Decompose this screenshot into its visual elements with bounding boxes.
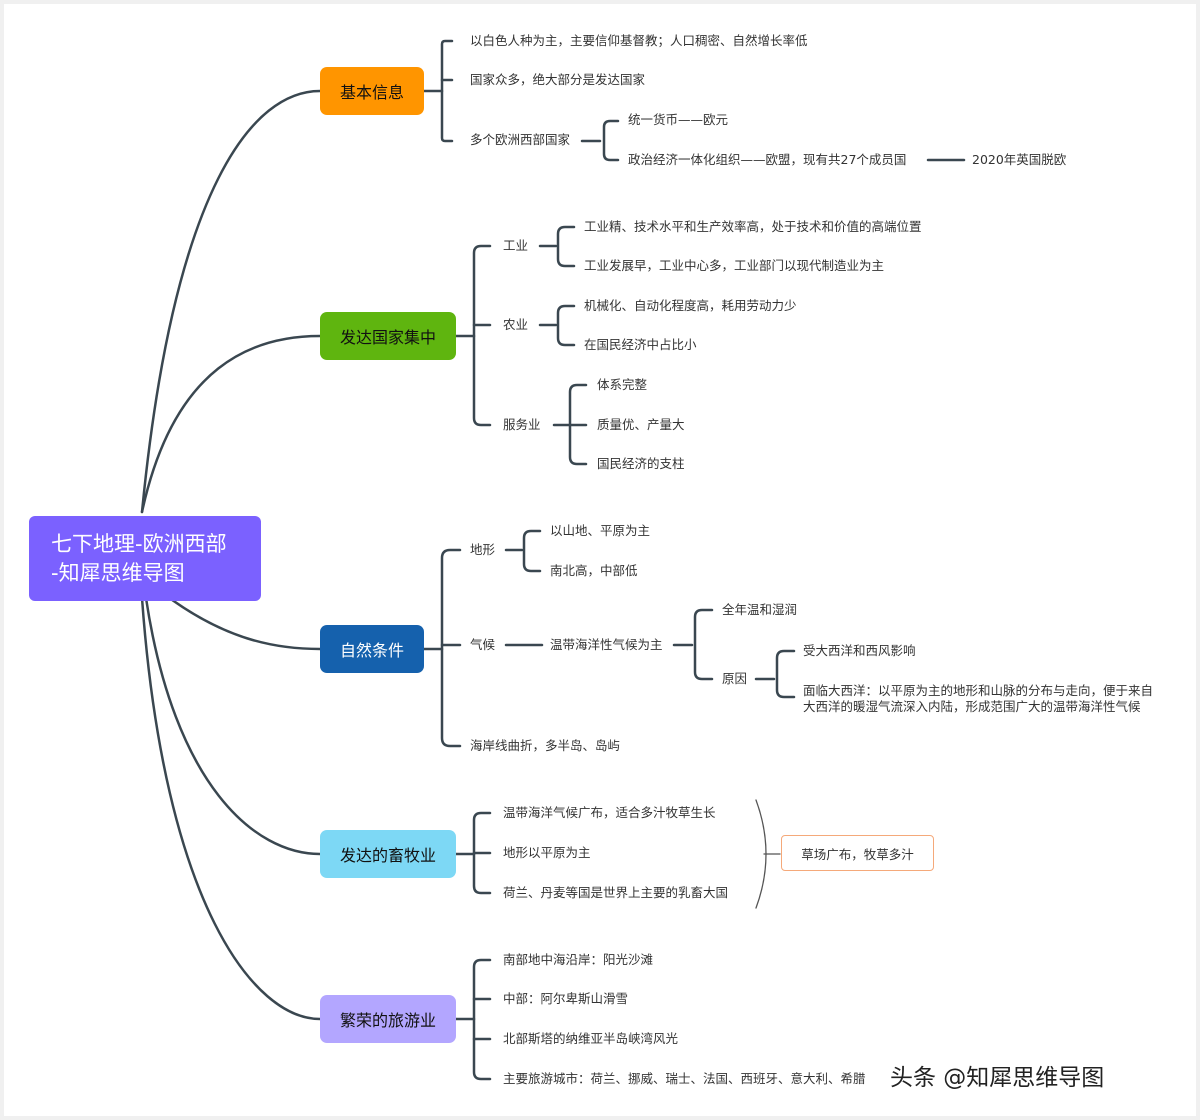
basic-info-euro[interactable]: 统一货币——欧元 — [628, 112, 729, 127]
basic-info-eu[interactable]: 政治经济一体化组织——欧盟，现有共27个成员国 — [628, 152, 907, 167]
climate-feature[interactable]: 全年温和湿润 — [722, 602, 798, 617]
natural-climate[interactable]: 气候 — [470, 637, 496, 652]
root-node[interactable]: 七下地理-欧洲西部 -知犀思维导图 — [29, 516, 261, 601]
natural-terrain[interactable]: 地形 — [470, 542, 496, 557]
service-item[interactable]: 体系完整 — [597, 377, 648, 392]
developed-industry[interactable]: 工业 — [503, 238, 529, 253]
climate-reason-item[interactable]: 受大西洋和西风影响 — [803, 643, 916, 658]
basic-info-brexit[interactable]: 2020年英国脱欧 — [972, 152, 1067, 167]
branch-natural-conditions[interactable]: 自然条件 — [320, 625, 424, 673]
livestock-summary[interactable]: 草场广布，牧草多汁 — [781, 835, 934, 871]
terrain-item[interactable]: 南北高，中部低 — [550, 563, 638, 578]
livestock-item[interactable]: 地形以平原为主 — [503, 845, 591, 860]
agriculture-item[interactable]: 机械化、自动化程度高，耗用劳动力少 — [584, 298, 797, 313]
tourism-item[interactable]: 南部地中海沿岸：阳光沙滩 — [503, 952, 654, 967]
industry-item[interactable]: 工业精、技术水平和生产效率高，处于技术和价值的高端位置 — [584, 219, 922, 234]
climate-reason-item[interactable]: 面临大西洋：以平原为主的地形和山脉的分布与走向，便于来自 大西洋的暖湿气流深入内… — [803, 683, 1153, 715]
mind-map-canvas: 七下地理-欧洲西部 -知犀思维导图 基本信息 以白色人种为主，主要信仰基督教；人… — [4, 4, 1196, 1116]
terrain-item[interactable]: 以山地、平原为主 — [550, 523, 651, 538]
branch-livestock[interactable]: 发达的畜牧业 — [320, 830, 456, 878]
agriculture-item[interactable]: 在国民经济中占比小 — [584, 337, 697, 352]
branch-developed-countries[interactable]: 发达国家集中 — [320, 312, 456, 360]
basic-info-population[interactable]: 以白色人种为主，主要信仰基督教；人口稠密、自然增长率低 — [470, 33, 808, 48]
root-title-line2: -知犀思维导图 — [51, 560, 185, 585]
developed-agriculture[interactable]: 农业 — [503, 317, 529, 332]
natural-coast[interactable]: 海岸线曲折，多半岛、岛屿 — [470, 738, 621, 753]
climate-reason-line1: 面临大西洋：以平原为主的地形和山脉的分布与走向，便于来自 — [803, 683, 1154, 698]
climate-type[interactable]: 温带海洋性气候为主 — [550, 637, 663, 652]
tourism-item[interactable]: 主要旅游城市：荷兰、挪威、瑞士、法国、西班牙、意大利、希腊 — [503, 1071, 866, 1086]
service-item[interactable]: 国民经济的支柱 — [597, 456, 685, 471]
tourism-item[interactable]: 北部斯塔的纳维亚半岛峡湾风光 — [503, 1031, 679, 1046]
watermark-text: 头条 @知犀思维导图 — [890, 1065, 1105, 1091]
service-item[interactable]: 质量优、产量大 — [597, 417, 685, 432]
climate-reason-line2: 大西洋的暖湿气流深入内陆，形成范围广大的温带海洋性气候 — [803, 699, 1141, 714]
climate-reason[interactable]: 原因 — [722, 671, 748, 686]
livestock-item[interactable]: 温带海洋气候广布，适合多汁牧草生长 — [503, 805, 716, 820]
tourism-item[interactable]: 中部：阿尔卑斯山滑雪 — [503, 991, 629, 1006]
basic-info-west-countries[interactable]: 多个欧洲西部国家 — [470, 132, 571, 147]
developed-service[interactable]: 服务业 — [503, 417, 541, 432]
livestock-item[interactable]: 荷兰、丹麦等国是世界上主要的乳畜大国 — [503, 885, 729, 900]
root-title-line1: 七下地理-欧洲西部 — [51, 531, 227, 556]
branch-tourism[interactable]: 繁荣的旅游业 — [320, 995, 456, 1043]
industry-item[interactable]: 工业发展早，工业中心多，工业部门以现代制造业为主 — [584, 258, 885, 273]
connector-lines — [140, 39, 966, 1081]
branch-basic-info[interactable]: 基本信息 — [320, 67, 424, 115]
basic-info-countries[interactable]: 国家众多，绝大部分是发达国家 — [470, 72, 646, 87]
